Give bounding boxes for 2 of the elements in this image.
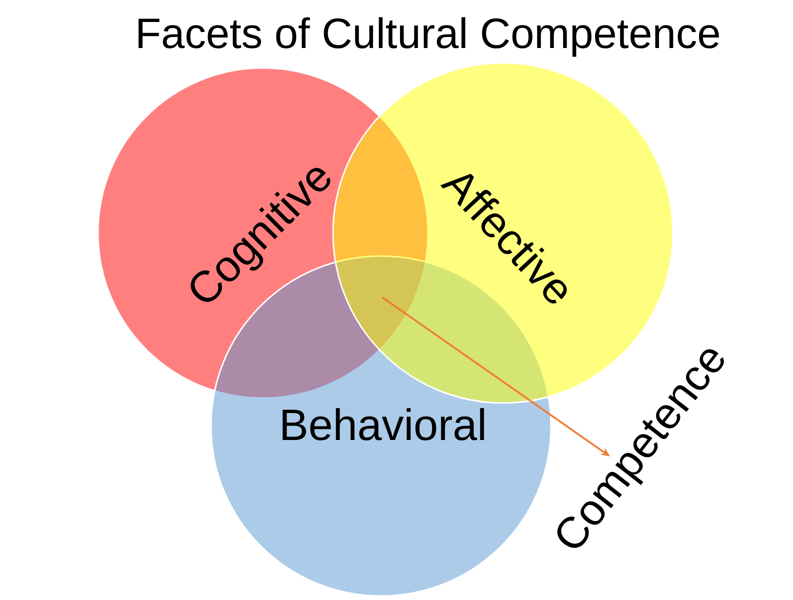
title: Facets of Cultural Competence: [138, 17, 719, 57]
set-label: Behavioral: [282, 408, 484, 440]
